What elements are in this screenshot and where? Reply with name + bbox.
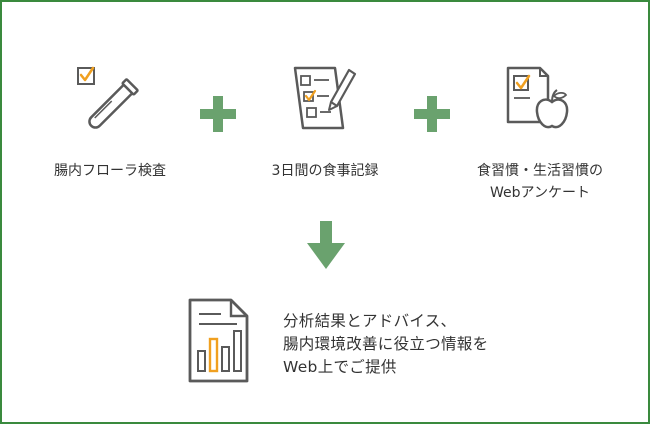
plus-icon	[200, 96, 236, 132]
survey-apple-icon	[506, 66, 569, 129]
item-label-gut-flora: 腸内フローラ検査	[54, 163, 166, 179]
report-chart-icon	[188, 298, 249, 383]
result-line: 腸内環境改善に役立つ情報を	[283, 335, 489, 353]
result-description: 分析結果とアドバイス、 腸内環境改善に役立つ情報を Web上でご提供	[283, 310, 488, 379]
down-arrow-icon	[307, 221, 345, 269]
meal-record-icon	[293, 66, 357, 130]
result-line: 分析結果とアドバイス、	[283, 312, 457, 330]
plus-icon	[414, 96, 450, 132]
test-tube-icon	[77, 66, 139, 129]
item-label-web-survey: 食習慣・生活習慣の Webアンケート	[477, 163, 603, 201]
result-line: Web上でご提供	[283, 358, 397, 376]
item-label-meal-record: 3日間の食事記録	[271, 163, 379, 179]
